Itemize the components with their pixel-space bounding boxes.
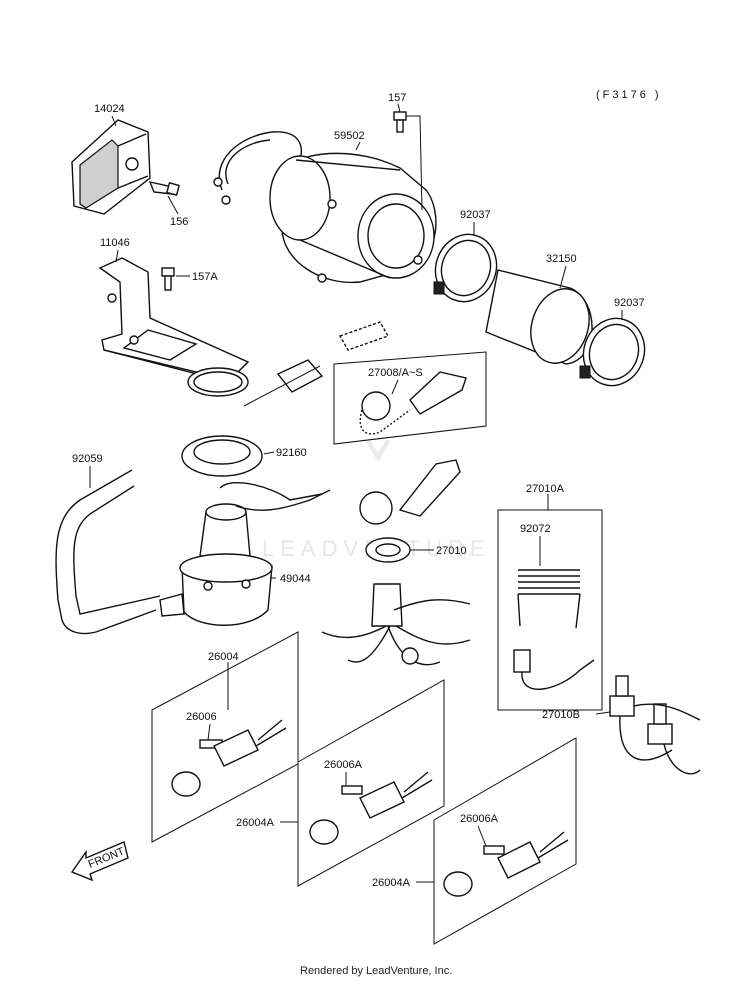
box-27010a: [497, 509, 603, 711]
part-92059-hose: [55, 469, 161, 635]
label-26004: 26004: [208, 651, 239, 663]
label-92059: 92059: [72, 453, 103, 465]
part-156-bolt: [148, 181, 180, 196]
label-26006: 26006: [186, 711, 217, 723]
part-hose-fitting: [276, 321, 390, 393]
label-92072: 92072: [520, 523, 551, 535]
label-11046: 11046: [100, 237, 130, 249]
box-27008: [333, 351, 487, 445]
part-92160-ring: [181, 435, 263, 477]
label-26006a-1: 26006A: [324, 759, 363, 771]
part-32150-duct: [485, 269, 593, 365]
part-27010b-switch: [609, 675, 701, 775]
part-92037-clamp-lower: [579, 317, 646, 387]
part-92037-clamp-upper: [433, 233, 498, 303]
label-26004a-2: 26004A: [372, 877, 411, 889]
label-92160: 92160: [276, 447, 307, 459]
part-49044-pump: [159, 481, 331, 626]
label-27010a: 27010A: [526, 483, 565, 495]
label-92037-upper: 92037: [460, 209, 491, 221]
box-26004a-1: [297, 679, 445, 887]
diagram-code: (F3176 ): [596, 89, 662, 101]
label-14024: 14024: [94, 103, 125, 115]
label-27008: 27008/A~S: [368, 367, 423, 379]
part-11046-bracket: [98, 257, 250, 397]
label-156: 156: [170, 216, 188, 228]
label-32150: 32150: [546, 253, 577, 265]
part-harness: [321, 583, 471, 666]
label-26004a-1: 26004A: [236, 817, 275, 829]
label-92037-lower: 92037: [614, 297, 645, 309]
label-157: 157: [388, 92, 406, 104]
part-59502-blower: [213, 131, 437, 284]
part-labels: 14024 157 59502 156 92037 11046 157A 321…: [72, 92, 645, 889]
footer-credit: Rendered by LeadVenture, Inc.: [300, 965, 452, 977]
part-157a-bolt: [161, 267, 175, 291]
box-26004: [151, 631, 299, 843]
label-157a: 157A: [192, 271, 218, 283]
front-arrow: FRONT: [70, 841, 129, 882]
label-27010b: 27010B: [542, 709, 580, 721]
label-59502: 59502: [334, 130, 365, 142]
part-157-bolt: [393, 111, 407, 133]
leader-lines: [89, 103, 623, 883]
label-27010: 27010: [436, 545, 467, 557]
label-49044: 49044: [280, 573, 311, 585]
part-27010-switch: [359, 459, 461, 563]
box-26004a-2: [433, 737, 577, 945]
part-14024-cover: [71, 119, 151, 215]
label-26006a-2: 26006A: [460, 813, 499, 825]
